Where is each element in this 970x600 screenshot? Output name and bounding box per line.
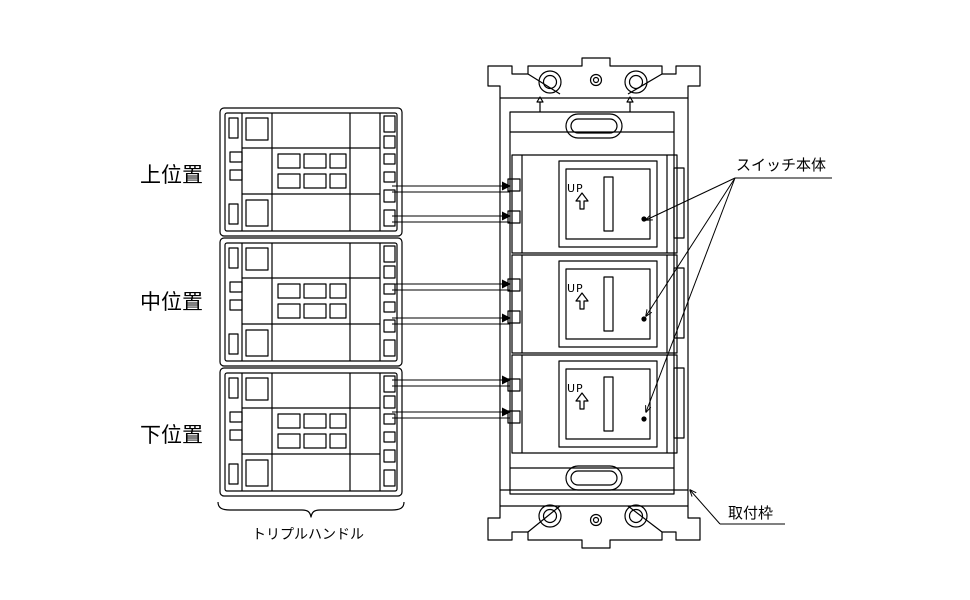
mounting-frame-leader xyxy=(690,490,785,525)
label-upper-position: 上位置 xyxy=(140,163,203,187)
switch-body-leaders xyxy=(646,177,832,412)
assembly-arrows xyxy=(392,181,511,419)
handle-brace xyxy=(217,501,405,518)
switch-modules xyxy=(507,154,678,454)
switch-module-lower xyxy=(507,354,678,454)
switch-module-upper xyxy=(507,154,678,254)
up-marking-lower: UP xyxy=(567,382,584,395)
label-middle-position: 中位置 xyxy=(140,290,203,314)
up-marking-upper: UP xyxy=(567,182,584,195)
handle-segment-middle xyxy=(219,237,403,367)
label-mounting-frame: 取付枠 xyxy=(728,504,774,522)
triple-handle xyxy=(219,107,403,497)
label-lower-position: 下位置 xyxy=(140,423,203,447)
handle-segment-upper xyxy=(219,107,403,237)
mounting-frame xyxy=(487,57,701,549)
up-marking-middle: UP xyxy=(567,282,584,295)
handle-segment-lower xyxy=(219,367,403,497)
switch-module-middle xyxy=(507,254,678,354)
label-triple-handle: トリプルハンドル xyxy=(252,527,364,543)
label-switch-body: スイッチ本体 xyxy=(736,156,827,174)
